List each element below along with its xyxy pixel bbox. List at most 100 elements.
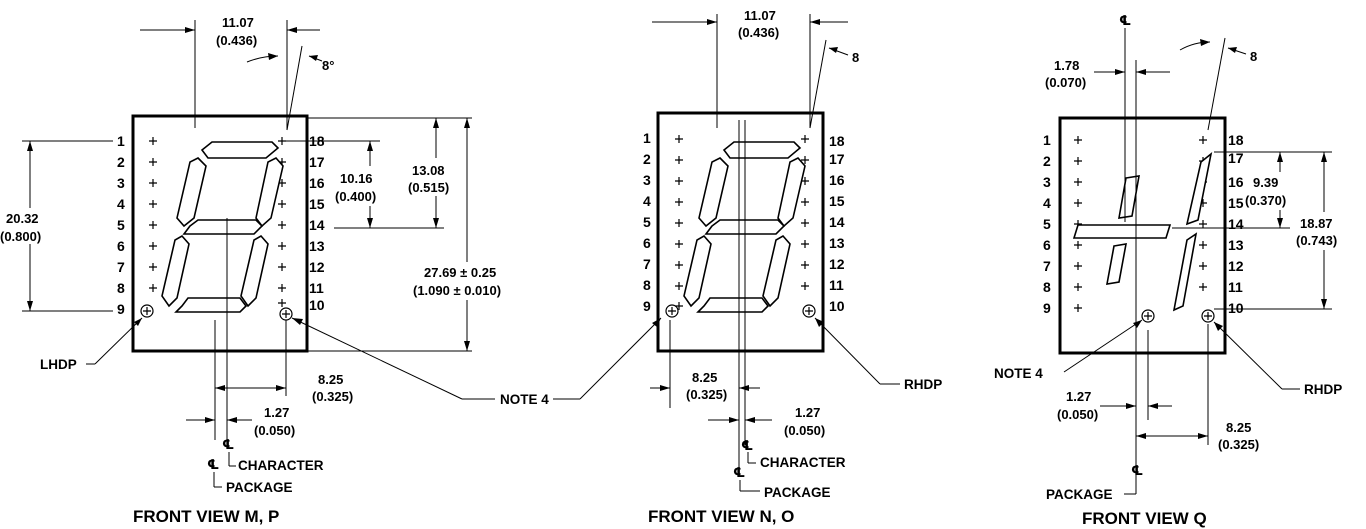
dim-value: 20.32	[6, 211, 39, 226]
dim-value-in: (0.436)	[738, 25, 779, 40]
pin-markers	[1074, 136, 1207, 312]
dim-value: 1.27	[795, 405, 820, 420]
dim-angle: 8	[1179, 37, 1257, 131]
pin-label: 14	[829, 214, 845, 230]
rhdp-circle	[802, 304, 816, 318]
pin-label: 5	[1043, 216, 1051, 232]
dim-value: 8.25	[318, 372, 343, 387]
pin-label: 13	[829, 235, 845, 251]
pin-label: 11	[829, 277, 844, 293]
pins-right: 18 17 16 15 14 13 12 11 10	[829, 133, 845, 314]
plus-minus-character	[1072, 152, 1213, 312]
pins-left: 1 2 3 4 5 6 7 8 9	[117, 133, 125, 317]
rhdp-circle	[1201, 309, 1215, 323]
pin-label: 8	[117, 280, 125, 296]
lhdp-leader: LHDP	[40, 317, 143, 372]
dim-value-in: (0.325)	[312, 389, 353, 404]
centerline-symbol: ℄	[222, 437, 234, 452]
centerline-symbol: ℄	[741, 438, 753, 453]
dim-value: 27.69 ± 0.25	[424, 265, 496, 280]
dim-angle: 8	[809, 39, 859, 129]
pin-label: 11	[1228, 279, 1243, 295]
dim-value-in: (0.070)	[1045, 75, 1086, 90]
pin-label: 3	[1043, 174, 1051, 190]
dim-bottom-width: 8.25 (0.325)	[1136, 324, 1259, 452]
dim-value: 11.07	[222, 15, 254, 30]
pin-label: 16	[829, 172, 845, 188]
package-outline	[656, 111, 825, 353]
label-rhdp: RHDP	[1304, 382, 1342, 397]
dim-height-left: 20.32 (0.800)	[0, 140, 113, 312]
label-package: PACKAGE	[1046, 487, 1113, 502]
pin-label: 13	[309, 238, 325, 254]
centerline-symbol: ℄	[1119, 13, 1131, 28]
view-title: FRONT VIEW Q	[1082, 509, 1207, 528]
dim-value-in: (0.800)	[0, 229, 41, 244]
pin-label: 18	[1228, 132, 1244, 148]
centerline-labels: ℄ CHARACTER ℄ PACKAGE	[207, 437, 324, 495]
note4-leader: NOTE 4	[994, 319, 1143, 381]
pin-label: 14	[309, 217, 325, 233]
dim-value-in: (0.325)	[686, 387, 727, 402]
center-circle	[1141, 309, 1155, 323]
dim-bottom-width: 8.25 (0.325)	[650, 320, 760, 408]
dim-value-in: (0.400)	[335, 189, 376, 204]
dim-value: 18.87	[1300, 216, 1333, 231]
pin-label: 7	[1043, 258, 1051, 274]
pins-left: 1 2 3 4 5 6 7 8 9	[643, 130, 651, 314]
pin-label: 14	[1228, 216, 1244, 232]
dim-value: 1.27	[1066, 389, 1091, 404]
pin-label: 3	[117, 175, 125, 191]
pin-label: 5	[643, 214, 651, 230]
pin-label: 7	[643, 256, 651, 272]
centerline-symbol: ℄	[207, 457, 219, 472]
rhdp-leader: RHDP	[1213, 321, 1342, 397]
pin-label: 3	[643, 172, 651, 188]
dim-value: 10.16	[340, 171, 373, 186]
pin-label: 12	[829, 256, 845, 272]
view-title: FRONT VIEW M, P	[133, 507, 279, 526]
dim-seg-height: 10.16 (0.400)	[280, 140, 402, 228]
pin-label: 15	[829, 193, 845, 209]
rhdp-leader: RHDP	[814, 317, 942, 392]
pin-label: 6	[1043, 237, 1051, 253]
pin-label: 5	[117, 217, 125, 233]
label-note4: NOTE 4	[500, 392, 549, 407]
pin-label: 10	[829, 298, 845, 314]
dim-value: 9.39	[1253, 175, 1278, 190]
dim-offset: 1.27 (0.050)	[1057, 330, 1172, 422]
pins-left: 1 2 3 4 5 6 7 8 9	[1043, 132, 1051, 316]
front-view-q: 1 2 3 4 5 6 7 8 9 18 17 16 15 14 13 12 1…	[994, 13, 1360, 528]
pin-label: 1	[117, 133, 125, 149]
front-view-m-p: 1 2 3 4 5 6 7 8 9 18 17 16 15 14 13 12 1…	[0, 15, 662, 526]
pin-label: 15	[1228, 195, 1244, 211]
centerline-labels: ℄ CHARACTER ℄ PACKAGE	[733, 438, 846, 500]
pin-label: 13	[1228, 237, 1244, 253]
package-outline	[131, 114, 309, 353]
dim-angle-value: 8	[852, 50, 859, 65]
pin-label: 8	[1043, 279, 1051, 295]
pin-label: 1	[643, 130, 651, 146]
dim-value-in: (0.050)	[254, 423, 295, 438]
dim-pin-height: 18.87 (0.743)	[1214, 152, 1360, 310]
dim-value: 8.25	[1226, 420, 1251, 435]
centerline-symbol: ℄	[733, 465, 745, 480]
dim-value: 1.78	[1054, 58, 1079, 73]
pin-label: 7	[117, 259, 125, 275]
view-title: FRONT VIEW N, O	[648, 507, 794, 526]
package-outline	[1058, 116, 1227, 355]
label-package: PACKAGE	[226, 480, 293, 495]
pin-markers	[675, 135, 809, 310]
pin-label: 12	[309, 259, 325, 275]
dim-value: 8.25	[692, 370, 717, 385]
pins-right: 18 17 16 15 14 13 12 11 10	[309, 133, 325, 313]
pin-label: 4	[1043, 195, 1051, 211]
pin-label: 10	[309, 297, 325, 313]
dim-value: 11.07	[744, 8, 776, 23]
pin-label: 4	[643, 193, 651, 209]
pin-label: 17	[309, 154, 325, 170]
pin-label: 16	[309, 175, 325, 191]
front-view-n-o: 1 2 3 4 5 6 7 8 9 18 17 16 15 14 13 12 1…	[643, 8, 942, 526]
label-lhdp: LHDP	[40, 357, 77, 372]
